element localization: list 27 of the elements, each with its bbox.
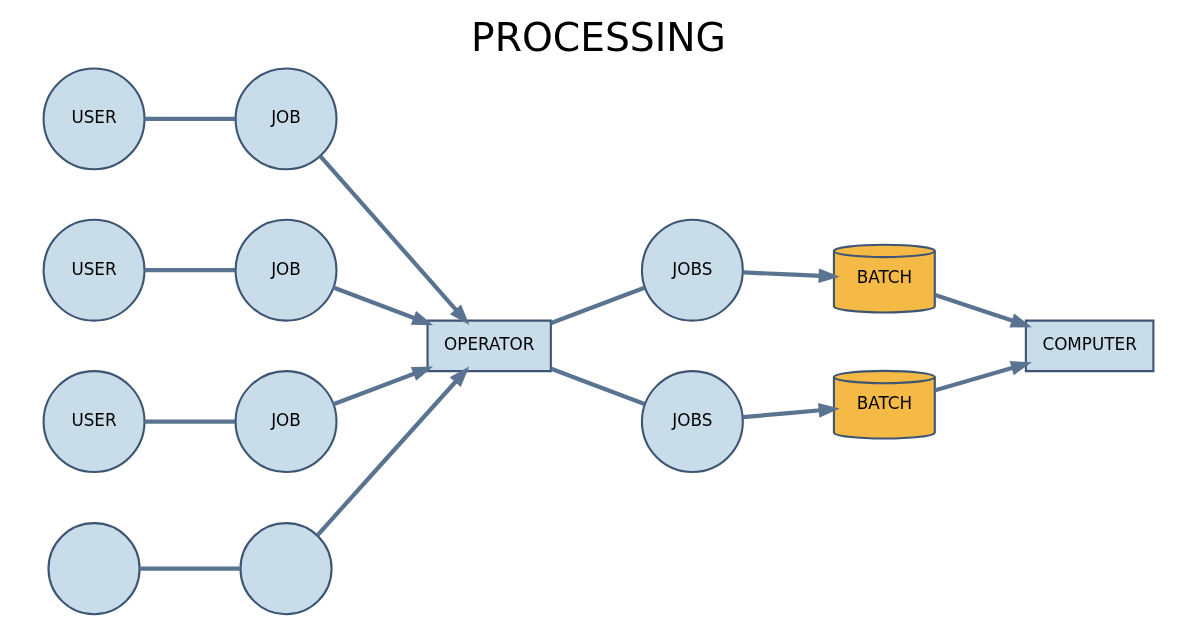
arrow xyxy=(315,366,469,537)
node-circle: USER xyxy=(42,370,146,474)
arrow xyxy=(332,366,433,407)
arrow xyxy=(332,285,433,326)
connector xyxy=(550,285,645,325)
node-circle xyxy=(238,522,333,616)
arrow xyxy=(742,268,840,284)
node-box: OPERATOR xyxy=(426,319,552,373)
arrow xyxy=(934,361,1032,393)
connector xyxy=(550,366,645,406)
node-circle: JOB xyxy=(234,67,338,171)
node-circle xyxy=(46,522,141,616)
diagram-title: PROCESSING xyxy=(470,14,726,60)
connector xyxy=(139,566,240,571)
node-circle: JOBS xyxy=(640,218,744,322)
node-circle: JOBS xyxy=(640,370,744,474)
connector xyxy=(144,116,235,121)
arrow xyxy=(742,403,840,420)
arrow xyxy=(934,293,1032,328)
connector xyxy=(144,419,235,424)
node-circle: USER xyxy=(42,218,146,322)
arrow xyxy=(318,154,469,326)
connector xyxy=(144,268,235,273)
node-circle: JOB xyxy=(234,218,338,322)
node-box: COMPUTER xyxy=(1024,319,1154,373)
node-circle: JOB xyxy=(234,370,338,474)
node-circle: USER xyxy=(42,67,146,171)
